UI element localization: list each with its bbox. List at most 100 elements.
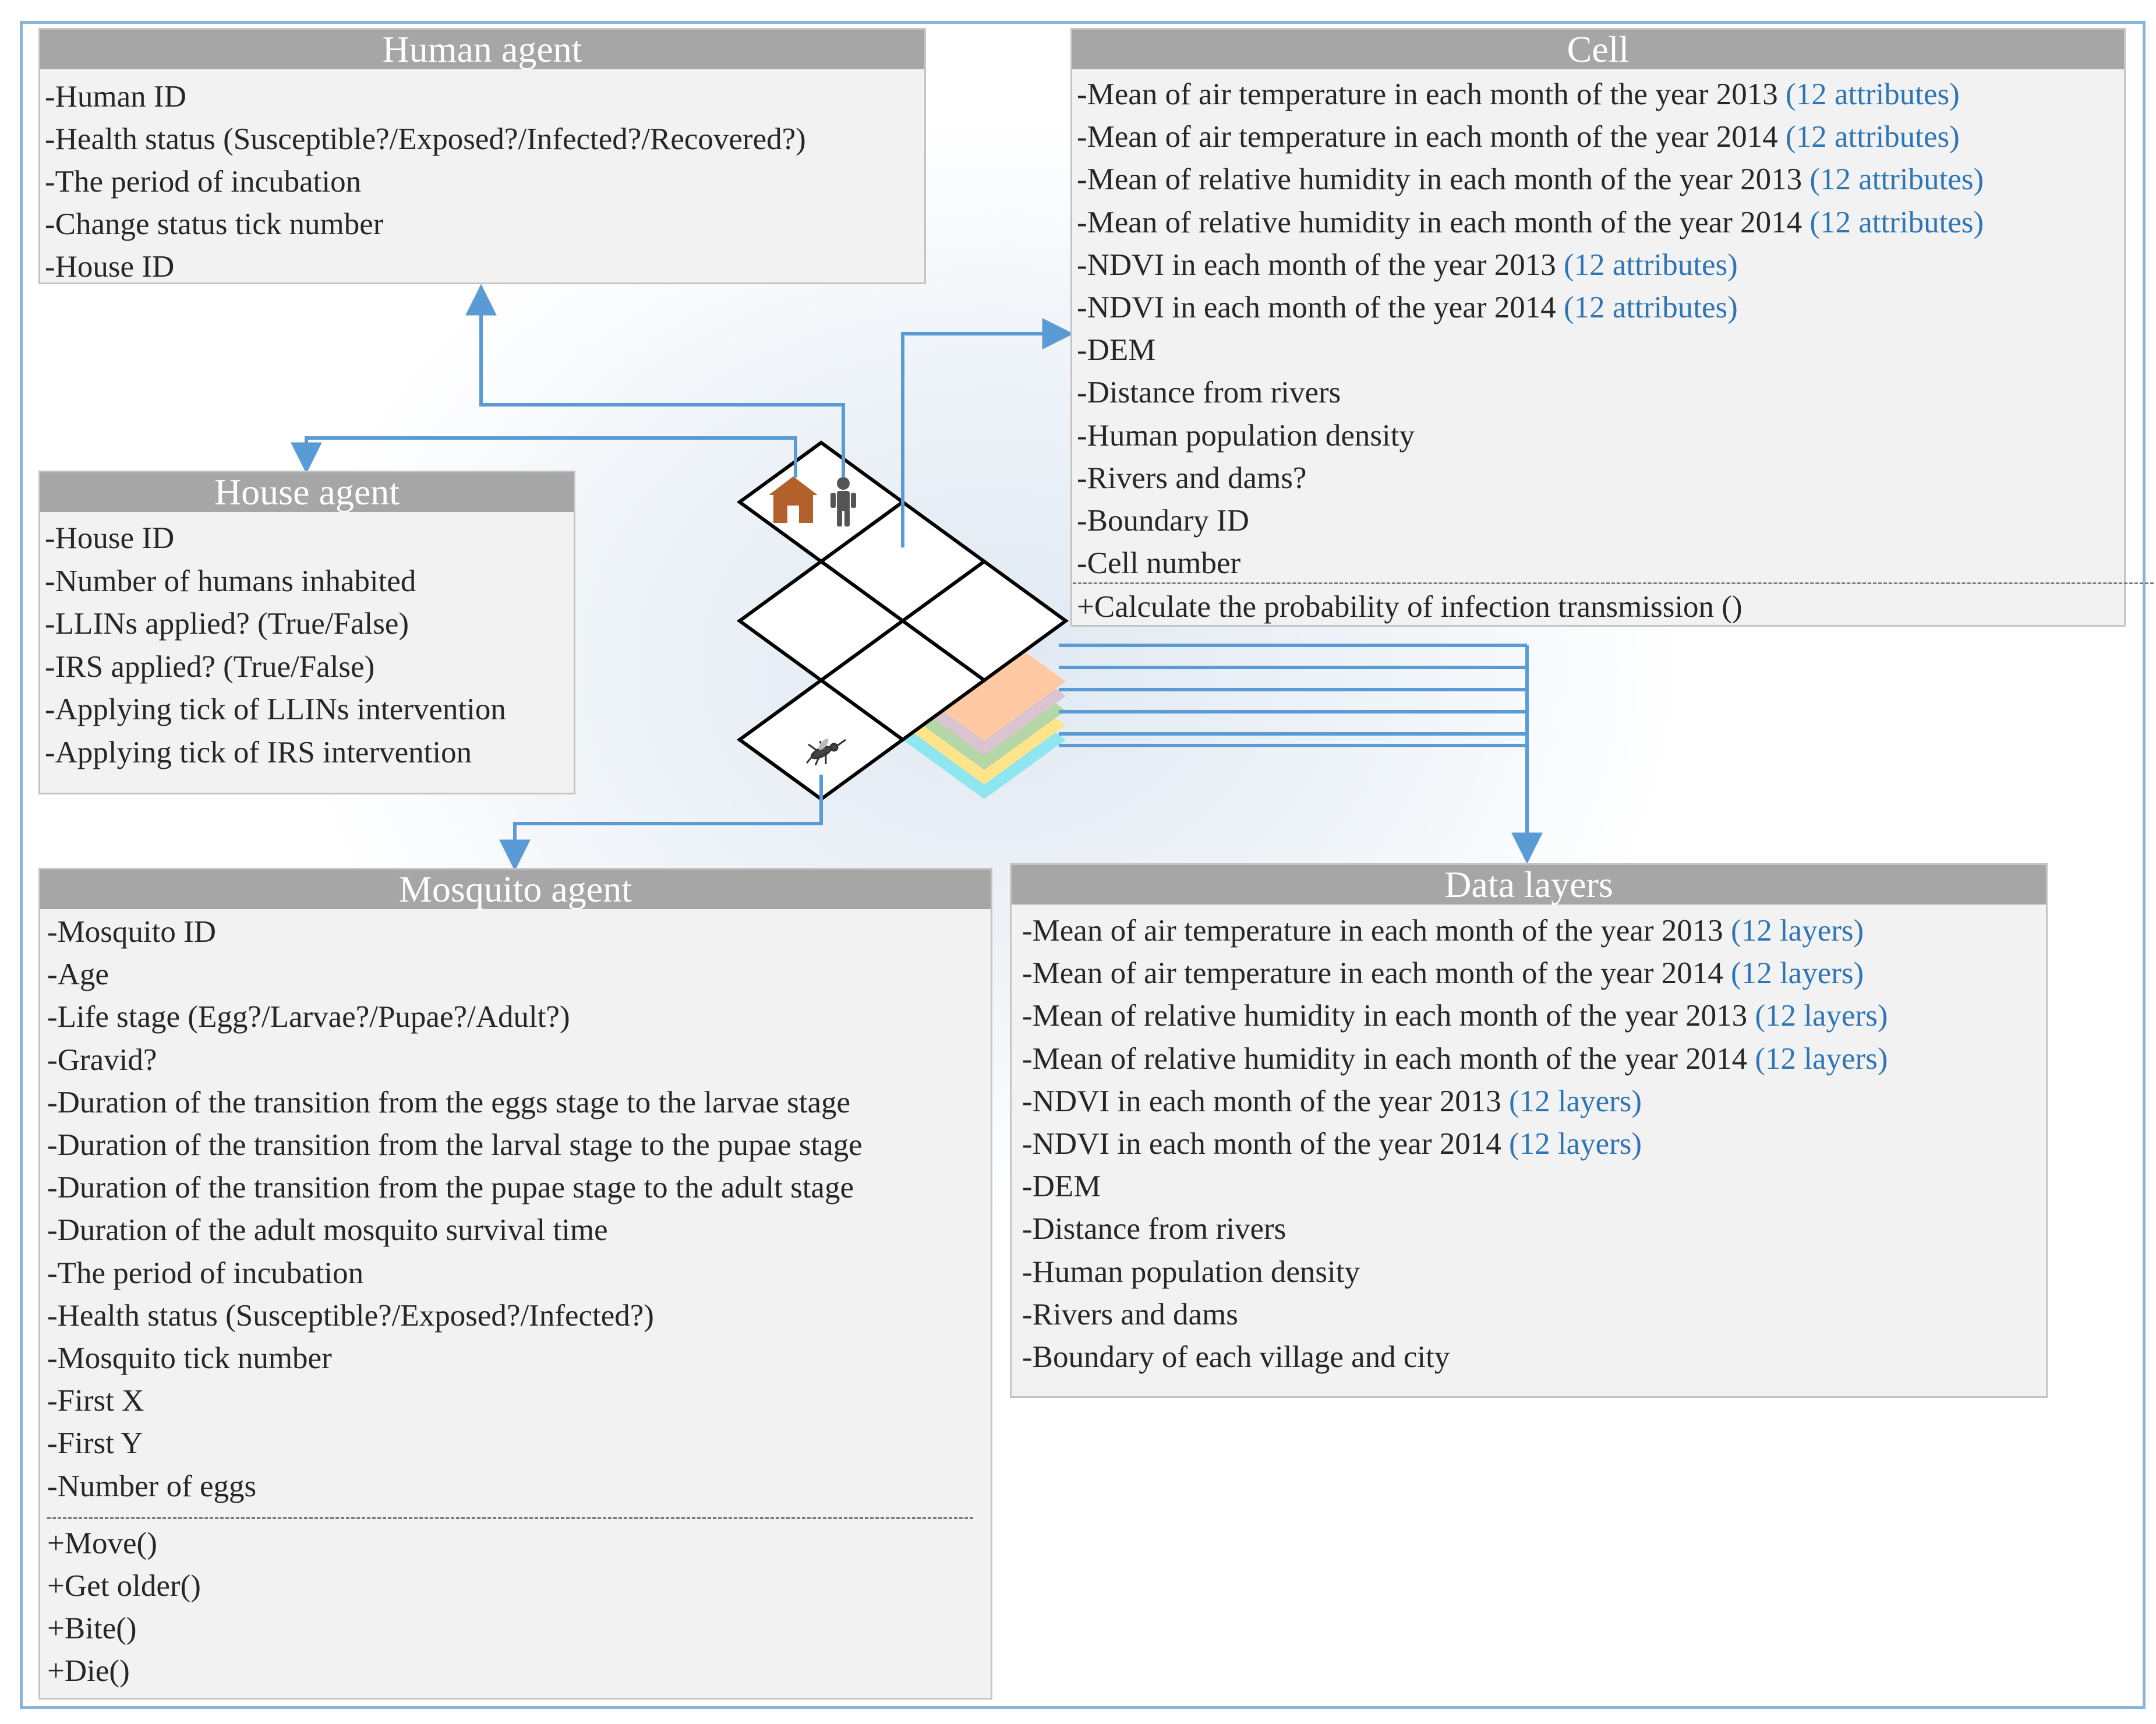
- arrow-to-cell: [901, 318, 1074, 547]
- mosquito-method: +Die(): [47, 1654, 130, 1688]
- data-layer-item-text: -NDVI in each month of the year 2014: [1022, 1127, 1501, 1161]
- mosquito-attribute: -Duration of the adult mosquito survival…: [47, 1213, 608, 1248]
- human-attribute: -Change status tick number: [45, 207, 384, 241]
- house-attribute: -Applying tick of LLINs intervention: [45, 693, 506, 726]
- house-agent-box: House agent -House ID-Number of humans i…: [38, 471, 575, 794]
- mosquito-method: +Move(): [47, 1527, 157, 1560]
- data-layer-item-count: (12 layers): [1747, 999, 1888, 1033]
- mosquito-attribute: -Gravid?: [47, 1043, 157, 1077]
- human-agent-title: Human agent: [40, 30, 924, 69]
- data-layer-item-text: -Mean of air temperature in each month o…: [1022, 914, 1723, 948]
- data-layer-item-text: -DEM: [1022, 1170, 1101, 1204]
- data-layers-title: Data layers: [1012, 865, 2046, 905]
- data-layer-item: -Mean of relative humidity in each month…: [1022, 994, 1888, 1037]
- data-layer-item-text: -Mean of relative humidity in each month…: [1022, 1041, 1748, 1076]
- house-agent-title: House agent: [40, 472, 574, 512]
- data-layer-item: -Boundary of each village and city: [1022, 1336, 1450, 1379]
- data-layers-box: Data layers -Mean of air temperature in …: [1010, 863, 2048, 1398]
- house-icon: [769, 476, 818, 523]
- data-layer-item: -Human population density: [1022, 1250, 1360, 1294]
- cell-attribute: -Cell number: [1077, 542, 1240, 585]
- human-attribute: -The period of incubation: [45, 165, 362, 199]
- data-layer-item: -Mean of air temperature in each month o…: [1022, 909, 1864, 952]
- cell-attribute-text: -NDVI in each month of the year 2013: [1077, 248, 1556, 282]
- human-attribute: -House ID: [45, 250, 175, 284]
- cell-attribute: -Boundary ID: [1077, 499, 1249, 542]
- data-layer-item-text: -Mean of relative humidity in each month…: [1022, 999, 1748, 1033]
- mosquito-attribute: -Duration of the transition from the lar…: [47, 1128, 863, 1162]
- cell-attribute: -Mean of relative humidity in each month…: [1077, 201, 1984, 244]
- data-layer-item: -Rivers and dams: [1022, 1293, 1238, 1336]
- cell-attribute-text: -Rivers and dams?: [1077, 461, 1307, 495]
- cell-attribute-text: -Cell number: [1077, 546, 1241, 581]
- cell-attribute-count: (12 attributes): [1777, 120, 1960, 154]
- cell-box: Cell -Mean of air temperature in each mo…: [1070, 28, 2126, 627]
- cell-attribute-text: -Mean of relative humidity in each month…: [1077, 205, 1802, 239]
- cell-attribute-count: (12 attributes): [1556, 248, 1738, 282]
- cell-method: +Calculate the probability of infection …: [1077, 590, 1743, 624]
- data-layer-item-count: (12 layers): [1501, 1127, 1642, 1161]
- house-attribute: -Applying tick of IRS intervention: [45, 735, 472, 769]
- mosquito-attribute: -Age: [47, 958, 109, 992]
- cell-title: Cell: [1072, 30, 2124, 69]
- cell-attribute-text: -Mean of relative humidity in each month…: [1077, 162, 1802, 197]
- mosquito-attribute: -Duration of the transition from the pup…: [47, 1171, 854, 1205]
- mosquito-methods-divider: [47, 1517, 973, 1519]
- arrow-to-house-agent: [291, 436, 797, 478]
- mosquito-attribute: -Health status (Susceptible?/Exposed?/In…: [47, 1298, 654, 1333]
- cell-attribute-text: -NDVI in each month of the year 2014: [1077, 291, 1556, 324]
- cell-attribute: -DEM: [1077, 328, 1155, 372]
- human-attribute: -Human ID: [45, 80, 186, 114]
- cell-attribute-count: (12 attributes): [1802, 205, 1984, 239]
- cell-attribute-count: (12 attributes): [1802, 162, 1984, 197]
- data-layer-item-text: -Mean of air temperature in each month o…: [1022, 956, 1723, 991]
- data-layer-item-text: -Rivers and dams: [1022, 1297, 1238, 1331]
- mosquito-attribute: -Duration of the transition from the egg…: [47, 1085, 851, 1119]
- mosquito-icon: [805, 739, 846, 766]
- data-layer-item-text: -Distance from rivers: [1022, 1212, 1286, 1246]
- cell-attribute-count: (12 attributes): [1777, 77, 1960, 111]
- arrow-to-human-agent: [465, 284, 845, 478]
- mosquito-attribute: -Life stage (Egg?/Larvae?/Pupae?/Adult?): [47, 1000, 570, 1034]
- arrow-to-mosquito-agent: [499, 775, 823, 871]
- data-layer-item: -Distance from rivers: [1022, 1207, 1286, 1250]
- cell-attribute-text: -Mean of air temperature in each month o…: [1077, 120, 1778, 154]
- data-layer-item: -Mean of air temperature in each month o…: [1022, 952, 1864, 995]
- mosquito-attribute: -First X: [47, 1384, 144, 1418]
- data-layer-item: -Mean of relative humidity in each month…: [1022, 1037, 1888, 1080]
- data-layer-item-text: -NDVI in each month of the year 2013: [1022, 1084, 1501, 1118]
- mosquito-attribute: -The period of incubation: [47, 1256, 364, 1290]
- mosquito-agent-title: Mosquito agent: [40, 870, 991, 909]
- cell-attribute: -Rivers and dams?: [1077, 457, 1306, 500]
- house-attribute: -House ID: [45, 521, 175, 555]
- data-layer-item-count: (12 layers): [1501, 1084, 1642, 1118]
- human-agent-box: Human agent -Human ID -Health status (Sus…: [38, 28, 926, 284]
- cell-attribute: -Mean of relative humidity in each month…: [1077, 158, 1984, 201]
- cell-attribute: -NDVI in each month of the year 2014 (12…: [1077, 286, 1738, 329]
- layer-connectors: [1059, 644, 1543, 864]
- data-layer-item-count: (12 layers): [1723, 914, 1864, 948]
- person-icon: [830, 477, 856, 527]
- house-attribute: -IRS applied? (True/False): [45, 649, 375, 684]
- mosquito-attribute: -Mosquito tick number: [47, 1341, 332, 1375]
- cell-attribute: -Human population density: [1077, 414, 1415, 457]
- data-layer-item-text: -Boundary of each village and city: [1022, 1340, 1450, 1374]
- data-layer-item: -NDVI in each month of the year 2013 (12…: [1022, 1080, 1642, 1123]
- mosquito-attribute: -First Y: [47, 1426, 143, 1461]
- mosquito-attribute: -Number of eggs: [47, 1469, 257, 1503]
- mosquito-method: +Get older(): [47, 1569, 201, 1603]
- cell-attribute-text: -Boundary ID: [1077, 504, 1249, 538]
- cell-attribute-text: -DEM: [1077, 333, 1156, 368]
- cell-attribute: -NDVI in each month of the year 2013 (12…: [1077, 243, 1738, 287]
- data-layer-item: -NDVI in each month of the year 2014 (12…: [1022, 1122, 1642, 1165]
- cell-attribute-text: -Mean of air temperature in each month o…: [1077, 77, 1778, 111]
- mosquito-attribute: -Mosquito ID: [47, 915, 217, 949]
- cell-attribute: -Mean of air temperature in each month o…: [1077, 73, 1960, 116]
- human-attribute: -Health status (Susceptible?/Exposed?/In…: [45, 122, 806, 156]
- house-attribute: -LLINs applied? (True/False): [45, 607, 409, 641]
- data-layer-item-count: (12 layers): [1723, 956, 1864, 991]
- data-layer-item: -DEM: [1022, 1165, 1101, 1208]
- cell-attribute: -Mean of air temperature in each month o…: [1077, 115, 1960, 158]
- cell-attribute: -Distance from rivers: [1077, 371, 1341, 414]
